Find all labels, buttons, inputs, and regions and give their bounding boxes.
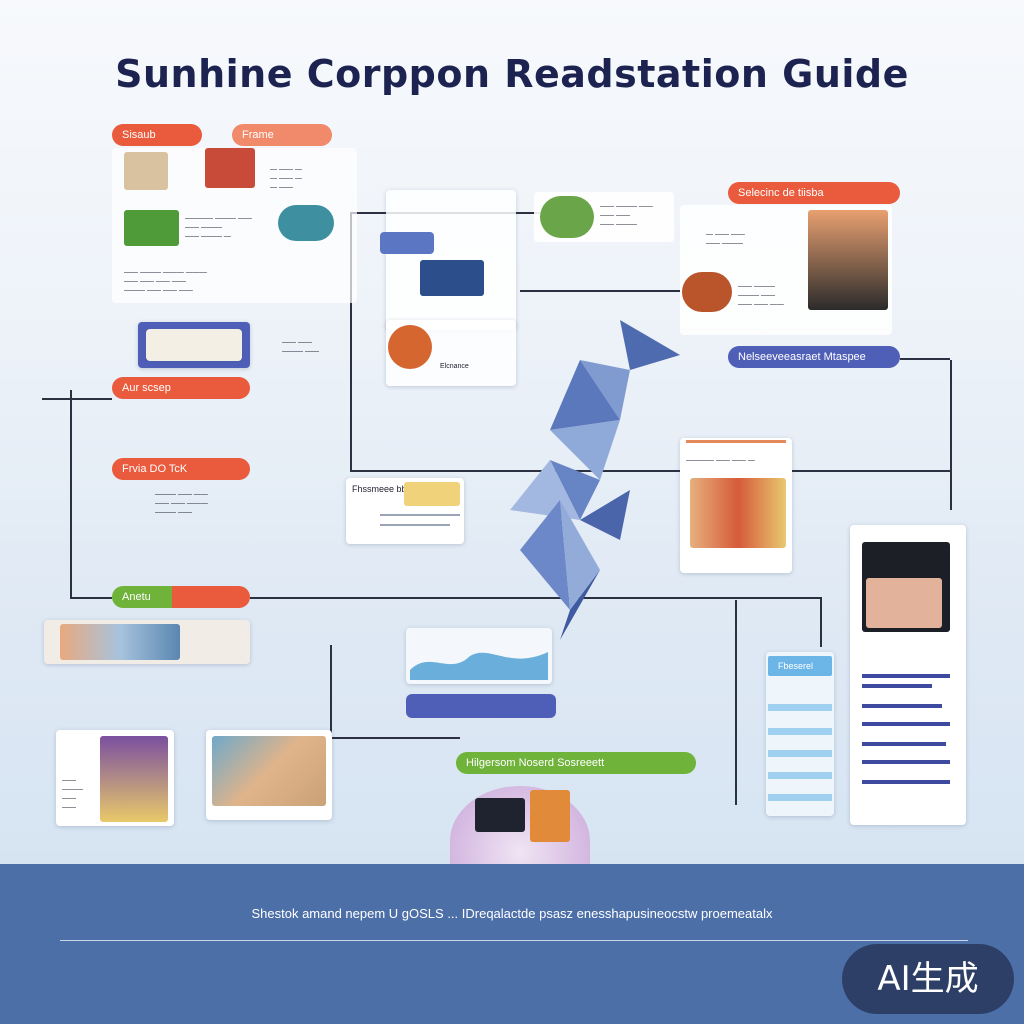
center-right-title: ———— —— —— — xyxy=(686,457,755,464)
connector-lower-right xyxy=(820,597,822,647)
label-tl-right: Frame xyxy=(232,124,332,146)
center-logo-art xyxy=(380,232,434,254)
label-green-left: Anetu xyxy=(112,586,172,608)
sidebar-row[interactable] xyxy=(768,728,832,735)
mid-card-label: Fhssmeee bb xyxy=(352,484,407,494)
tl-doc-note: —— —— ——— —— xyxy=(282,339,319,355)
connector-left-vertical xyxy=(70,390,72,597)
sidebar-row[interactable] xyxy=(768,772,832,779)
center-node-art xyxy=(388,325,432,369)
tl-text-2: ———— ——— —— —— ——— —— ——— — xyxy=(185,215,252,240)
mid-card-art xyxy=(404,482,460,506)
right-top-art xyxy=(808,210,888,310)
doc-line xyxy=(862,684,932,688)
right-round-art xyxy=(682,272,732,312)
doc-line xyxy=(862,742,946,746)
center-right-art xyxy=(690,478,786,548)
connector-bottom xyxy=(330,737,460,739)
chart-pill xyxy=(406,694,556,718)
sidebar-row[interactable] xyxy=(768,750,832,757)
connector-mid-to-right xyxy=(520,290,680,292)
center-top-item-art xyxy=(540,196,594,238)
label-tl-left: Sisaub xyxy=(112,124,202,146)
label-green-left-tail xyxy=(172,586,250,608)
mid-card-bar-2 xyxy=(380,524,450,526)
right-top-text-1: — —— —— —— ——— xyxy=(706,231,745,247)
tl-thumb-2 xyxy=(205,148,255,188)
sidebar-row[interactable] xyxy=(768,794,832,801)
origami-bird-illustration xyxy=(510,320,680,640)
connector-center-horizontal xyxy=(350,470,950,472)
bl-card-1-art xyxy=(100,736,168,822)
ai-generated-badge: AI生成 xyxy=(842,944,1014,1014)
footer-divider xyxy=(60,940,968,941)
bl-card-2-art xyxy=(212,736,326,806)
doc-line xyxy=(862,760,950,764)
center-right-strip xyxy=(686,440,786,443)
sidebar-list-header: Fbeserel xyxy=(768,656,832,676)
doc-line xyxy=(862,780,950,784)
footer-caption: Shestok amand nepem U gOSLS ... IDreqala… xyxy=(251,906,773,921)
right-document-image-inner xyxy=(866,578,942,628)
connector-left-top xyxy=(42,398,112,400)
label-right-mid: Nelseeveeasraet Mtaspee xyxy=(728,346,900,368)
doc-line xyxy=(862,722,950,726)
wave-chart-graphic xyxy=(410,652,548,680)
tl-doc-inner xyxy=(146,329,242,361)
center-top-item-text: —— ——— —— —— —— —— ——— xyxy=(600,203,653,228)
tl-thumb-4 xyxy=(278,205,334,241)
connector-right-vertical xyxy=(950,360,952,510)
device-screen xyxy=(475,798,525,832)
page-title: Sunhine Corppon Readstation Guide xyxy=(115,52,909,96)
tl-text-3: —— ——— ——— ——— —— —— —— —— ——— —— —— —— xyxy=(124,269,207,294)
doc-line xyxy=(862,674,950,678)
center-top-art xyxy=(420,260,484,296)
connector-right-pill xyxy=(900,358,950,360)
device-figure xyxy=(530,790,570,842)
connector-vertical-mid xyxy=(735,600,737,805)
doc-line xyxy=(862,704,942,708)
connector-bottom-left xyxy=(330,645,332,737)
center-node-label: Elcnance xyxy=(440,363,469,370)
sidebar-row[interactable] xyxy=(768,704,832,711)
label-left-a: Aur scsep xyxy=(112,377,250,399)
tl-thumb-3 xyxy=(124,210,179,246)
left-b-text: ——— —— —— —— —— ——— ——— —— xyxy=(155,491,208,516)
label-left-b: Frvia DO TcK xyxy=(112,458,250,480)
tl-text-1: — —— — — —— — — —— xyxy=(270,166,302,191)
tl-thumb-1 xyxy=(124,152,168,190)
label-right-top: Selecinc de tiisba xyxy=(728,182,900,204)
connector-center-vertical xyxy=(350,212,352,472)
right-top-text-2: —— ——— ——— —— —— —— —— xyxy=(738,283,784,308)
connector-lower xyxy=(250,597,820,599)
mid-card-bar-1 xyxy=(380,514,460,516)
left-wide-art xyxy=(60,624,180,660)
connector-left-bottom xyxy=(70,597,112,599)
label-green-bottom: Hilgersom Noserd Sosreeett xyxy=(456,752,696,774)
bl-card-1-text: —— ——— —— —— xyxy=(62,777,83,811)
